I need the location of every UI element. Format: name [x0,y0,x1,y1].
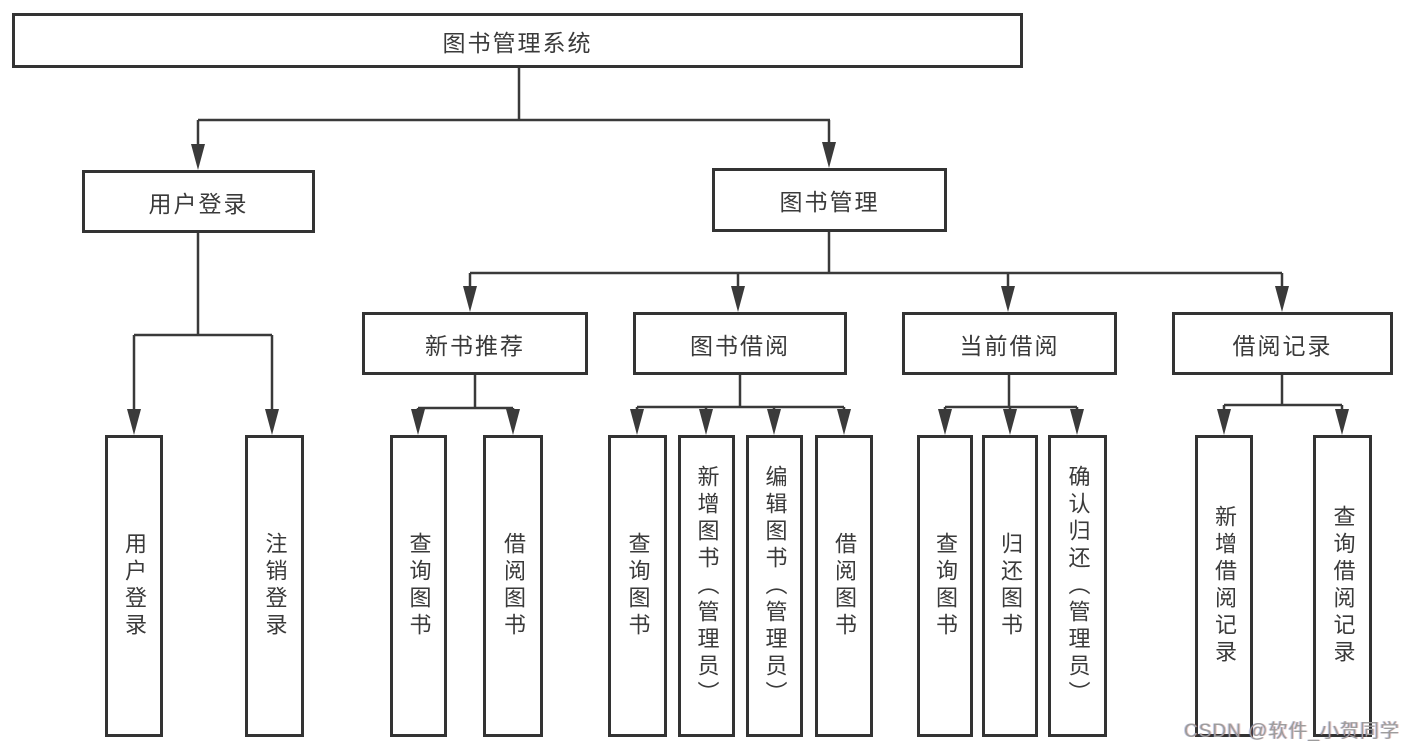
connector-book-management-to-level3 [463,232,1289,312]
node-label: 新增图书（管理员） [694,464,720,708]
connector-user-login-to-leaves [127,233,279,435]
node-label: 图书借阅 [690,332,790,359]
connector-borrow-records-to-leaves [1217,375,1349,435]
node-label: 查询图书 [406,532,432,640]
node-label: 查询图书 [933,532,958,640]
leaf-return-books: 归还图书 [982,435,1038,737]
node-user-login: 用户登录 [82,170,315,233]
node-label: 借阅图书 [832,532,857,640]
leaf-query-books-borrow: 查询图书 [608,435,667,737]
node-label: 图书管理系统 [442,29,593,56]
leaf-add-borrow-record: 新增借阅记录 [1195,435,1253,737]
node-new-book-recommendation: 新书推荐 [362,312,588,375]
node-label: 借阅图书 [501,532,526,640]
node-label: 用户登录 [122,532,147,640]
connector-current-borrow-to-leaves [938,375,1084,435]
leaf-confirm-return-admin: 确认归还（管理员） [1048,435,1107,737]
node-current-borrowing: 当前借阅 [902,312,1117,375]
node-label: 归还图书 [998,532,1023,640]
node-label: 编辑图书（管理员） [762,464,788,708]
leaf-query-books-recommend: 查询图书 [390,435,447,737]
node-label: 注销登录 [262,532,288,640]
connector-root-to-level2 [191,68,836,170]
leaf-edit-books-admin: 编辑图书（管理员） [746,435,803,737]
node-label: 查询图书 [625,532,651,640]
leaf-borrow-books: 借阅图书 [815,435,873,737]
node-label: 图书管理 [779,189,880,215]
leaf-user-login: 用户登录 [105,435,163,737]
node-label: 新增借阅记录 [1212,505,1237,667]
node-library-management-system: 图书管理系统 [12,13,1023,68]
csdn-watermark: CSDN @软件_小贺同学 [1184,721,1400,742]
node-label: 新书推荐 [425,332,525,359]
leaf-borrow-books-recommend: 借阅图书 [483,435,543,737]
node-label: 确认归还（管理员） [1065,464,1091,708]
leaf-query-borrow-record: 查询借阅记录 [1313,435,1372,737]
node-label: 当前借阅 [959,332,1060,359]
leaf-query-books-current: 查询图书 [917,435,973,737]
node-label: 查询借阅记录 [1330,505,1356,667]
node-borrowing-records: 借阅记录 [1172,312,1393,375]
node-label: 用户登录 [148,190,249,217]
node-book-borrowing: 图书借阅 [633,312,847,375]
node-label: 借阅记录 [1232,332,1333,359]
leaf-add-books-admin: 新增图书（管理员） [678,435,735,737]
leaf-logout: 注销登录 [245,435,304,737]
node-book-management: 图书管理 [712,168,947,232]
connector-new-books-to-leaves [411,375,520,435]
connector-book-borrow-to-leaves [630,375,851,435]
